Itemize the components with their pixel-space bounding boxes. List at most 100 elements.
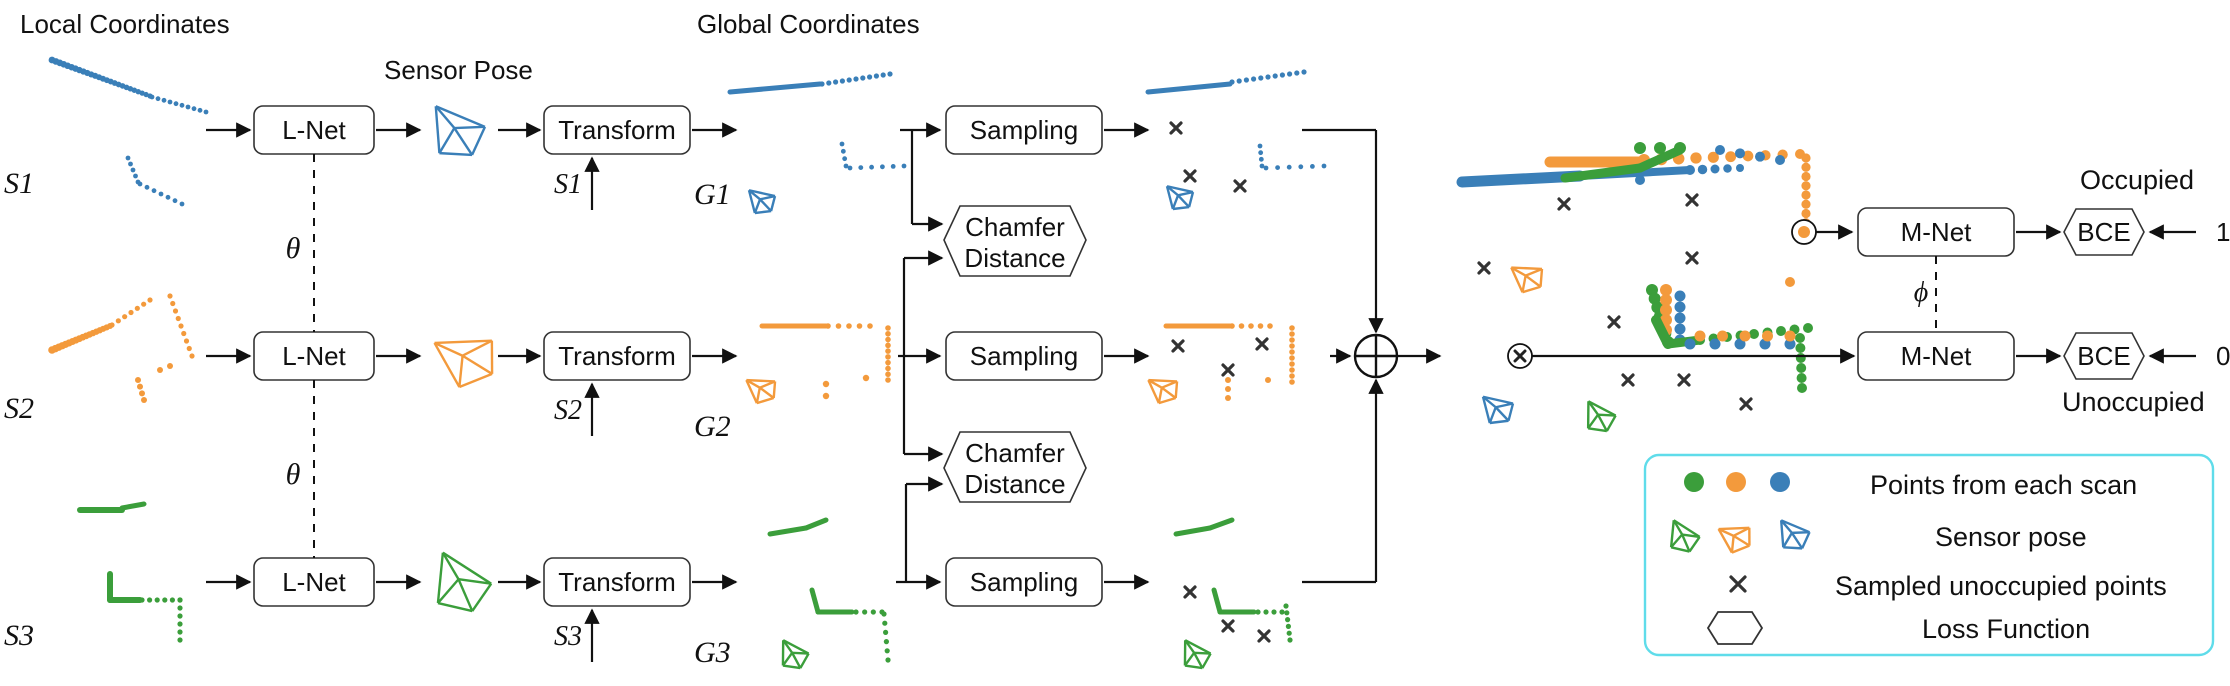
occupied-target-value: 1 <box>2216 217 2230 247</box>
circled-plus-icon <box>1353 333 1399 379</box>
scan-point <box>853 609 859 615</box>
cross-mark-icon <box>1739 397 1753 411</box>
scan-point <box>1697 164 1708 175</box>
pose-edge <box>781 640 785 666</box>
scan-point <box>1801 190 1811 200</box>
scan-point <box>1715 145 1725 155</box>
transform-label: Transform <box>558 115 676 145</box>
pose-edge <box>1184 664 1203 670</box>
pose-edge <box>759 380 776 389</box>
pose-edge <box>434 341 464 357</box>
pose-edge <box>1780 519 1811 534</box>
mnet-label: M-Net <box>1901 341 1973 371</box>
scan-point <box>1285 623 1291 630</box>
pose-edge <box>1183 652 1196 667</box>
scan-point <box>128 161 133 167</box>
cross-mark-icon <box>1233 179 1247 193</box>
scan-point <box>842 156 848 162</box>
pose-edge <box>1494 406 1510 422</box>
wireframe-pose-icon <box>747 189 777 215</box>
pose-edge <box>782 639 810 655</box>
legend-frame <box>1643 453 2215 657</box>
pose-edge <box>1801 531 1811 549</box>
pose-edge <box>1161 386 1177 399</box>
scan-point <box>885 365 891 372</box>
cross-mark-icon <box>1183 585 1197 599</box>
pose-edge <box>437 601 473 613</box>
mnet-label: M-Net <box>1901 217 1973 247</box>
transform-input-s2: S2 <box>554 395 582 426</box>
scan-point <box>846 77 852 83</box>
scan-point <box>162 597 168 603</box>
scan-point <box>1263 165 1269 171</box>
scan-point <box>197 107 203 113</box>
scan-point <box>1755 151 1765 162</box>
pose-edge <box>1147 379 1163 389</box>
scan-point <box>884 648 890 654</box>
scan-point <box>901 163 907 169</box>
scan-point <box>134 305 140 311</box>
pose-edge <box>1161 380 1178 389</box>
scan-point <box>161 97 167 103</box>
scan-point <box>1289 379 1295 385</box>
pose-edge <box>756 396 775 405</box>
pose-edge <box>1521 275 1527 293</box>
legend-point-scan1 <box>1770 472 1790 492</box>
scan-point <box>1287 637 1293 643</box>
scan-point <box>1267 323 1273 329</box>
lnet-block-2: L-Net <box>253 331 375 381</box>
pose-edge <box>1587 400 1617 417</box>
pose-edge <box>458 355 464 388</box>
scan-point <box>885 354 891 360</box>
pose-edge <box>1165 185 1175 210</box>
sensor-pose-heading: Sensor Pose <box>384 55 533 85</box>
wireframe-pose-icon <box>436 551 493 613</box>
legend-loss-label: Loss Function <box>1922 614 2090 644</box>
scan-point <box>862 374 870 382</box>
chamfer-distance-block-2: Chamfer Distance <box>943 431 1087 503</box>
scan-point <box>177 629 183 635</box>
scan-point <box>1749 329 1759 339</box>
pose-edge <box>1717 528 1733 554</box>
scan-point <box>1271 609 1277 615</box>
pose-edge <box>754 209 772 215</box>
wireframe-pose-icon <box>1510 266 1544 294</box>
pose-edge <box>490 340 494 374</box>
pose-edge <box>1177 190 1194 197</box>
scan-point <box>1674 323 1686 335</box>
scan-point <box>175 315 181 322</box>
transform-block-1: Transform <box>543 105 691 155</box>
cross-mark-icon <box>1685 193 1699 207</box>
scan-point <box>1674 290 1686 302</box>
scan-point <box>1776 326 1786 336</box>
scan-point <box>833 79 839 85</box>
scan-point <box>1229 323 1235 329</box>
occupied-label: Occupied <box>2080 165 2194 195</box>
scan-point <box>1289 343 1295 349</box>
scan-point <box>181 330 187 337</box>
scan-segment <box>1211 587 1223 615</box>
transform-block-3: Transform <box>543 557 691 607</box>
scan-segment <box>1207 517 1235 531</box>
scan-point <box>172 198 178 204</box>
pose-edge <box>753 198 762 214</box>
pose-edge <box>462 339 493 357</box>
cross-mark-icon <box>1255 337 1269 351</box>
scan-point <box>856 323 863 329</box>
scan-point <box>885 348 891 354</box>
hexagon-icon <box>1706 611 1764 645</box>
pose-edge <box>1157 387 1163 404</box>
pose-edge <box>781 652 794 667</box>
scan-point <box>1634 142 1646 154</box>
transform-input-s1: S1 <box>554 169 582 200</box>
pose-edge <box>1525 267 1543 277</box>
scan-point <box>1801 208 1811 219</box>
sampling-label: Sampling <box>970 115 1078 145</box>
pose-edge <box>1791 530 1810 535</box>
scan-point <box>882 620 888 626</box>
pose-edge <box>1524 274 1542 288</box>
scan-point <box>1739 330 1751 342</box>
scan-point <box>130 167 136 173</box>
scan-point <box>1734 338 1746 350</box>
pose-edge <box>1507 403 1515 422</box>
